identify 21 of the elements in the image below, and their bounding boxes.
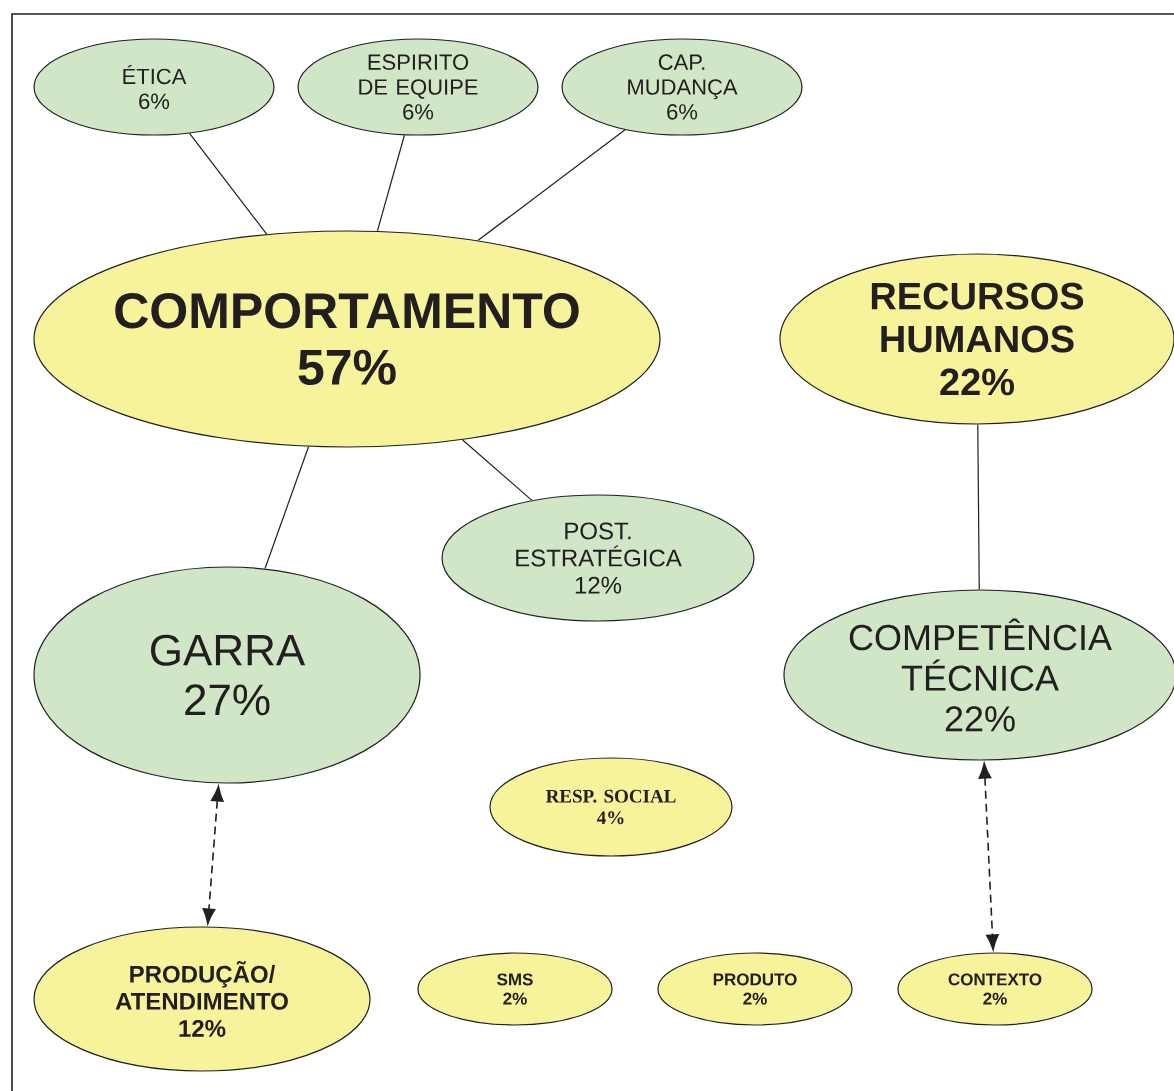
ellipse-node: ÉTICA 6% xyxy=(33,38,275,136)
connector-line xyxy=(477,129,626,241)
ellipse-node: SMS 2% xyxy=(417,952,613,1026)
connector-line xyxy=(376,134,405,232)
ellipse-node: CONTEXTO 2% xyxy=(897,952,1093,1026)
connector-line xyxy=(462,439,533,501)
connector-line xyxy=(977,424,980,590)
ellipse-node: PRODUÇÃO/ ATENDIMENTO 12% xyxy=(33,926,371,1072)
ellipse-node: COMPORTAMENTO 57% xyxy=(33,230,661,448)
ellipse-node: POST. ESTRATÉGICA 12% xyxy=(441,494,755,622)
connector-line xyxy=(264,446,310,570)
connector-line xyxy=(188,132,268,235)
ellipse-node: COMPETÊNCIA TÉCNICA 22% xyxy=(783,589,1174,761)
ellipse-node: CAP. MUDANÇA 6% xyxy=(561,38,803,136)
arrow xyxy=(202,785,224,925)
ellipse-node: PRODUTO 2% xyxy=(657,952,853,1026)
ellipse-node: ESPIRITO DE EQUIPE 6% xyxy=(297,38,539,136)
ellipse-node: RESP. SOCIAL 4% xyxy=(489,757,733,857)
ellipse-node: GARRA 27% xyxy=(33,566,421,784)
arrow xyxy=(978,762,999,950)
ellipse-node: RECURSOS HUMANOS 22% xyxy=(779,253,1174,425)
